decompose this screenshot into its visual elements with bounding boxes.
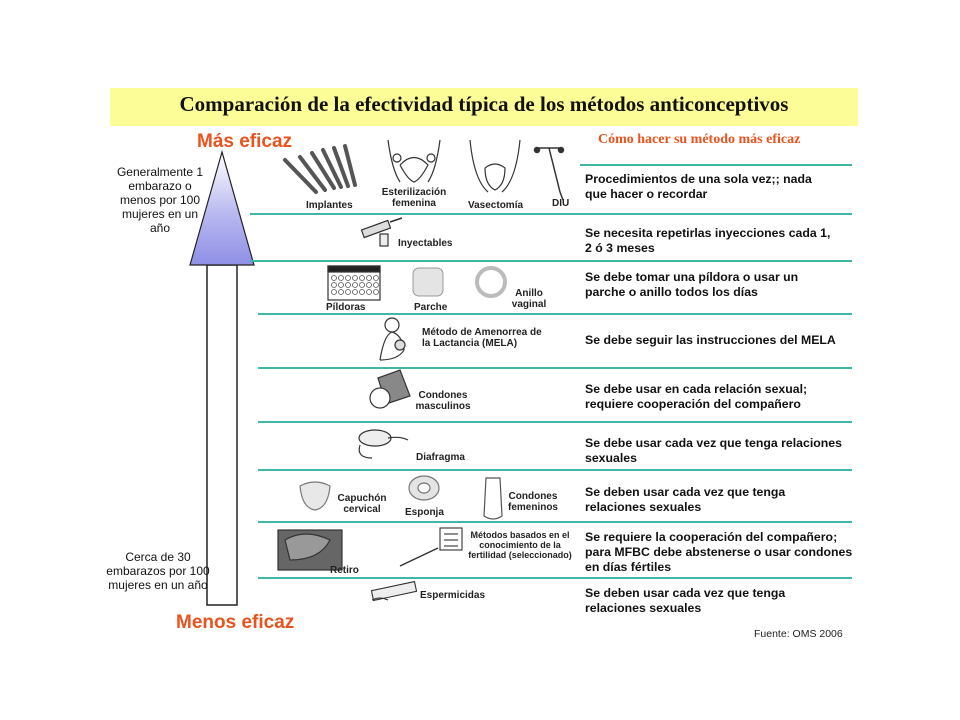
method-label: Condones masculinos bbox=[415, 390, 471, 412]
method-label: Anillo vaginal bbox=[511, 288, 547, 310]
row-instruction: Se requiere la cooperación del compañero… bbox=[585, 530, 853, 574]
row-instruction: Se debe seguir las instrucciones del MEL… bbox=[585, 333, 836, 347]
row-instruction: Se debe usar en cada relación sexual; re… bbox=[585, 382, 808, 411]
injection-icon bbox=[360, 217, 403, 247]
how-title: Cómo hacer su método más eficaz bbox=[598, 132, 801, 147]
method-label: Retiro bbox=[330, 565, 359, 576]
row-instruction: Se debe usar cada vez que tenga relacion… bbox=[585, 436, 842, 465]
diaphragm-icon bbox=[358, 429, 409, 459]
method-label: Píldoras bbox=[326, 302, 366, 313]
female-sterilization-icon bbox=[387, 139, 441, 183]
implants-icon bbox=[283, 144, 357, 194]
ring-icon bbox=[475, 266, 507, 298]
pill-pack-icon bbox=[327, 265, 381, 301]
row-instruction: Procedimientos de una sola vez;; nada qu… bbox=[585, 172, 812, 201]
breastfeeding-icon bbox=[379, 317, 406, 361]
more-effective-label: Más eficaz bbox=[197, 131, 293, 152]
method-label: Implantes bbox=[306, 200, 353, 211]
cervical-cap-icon bbox=[299, 481, 331, 511]
male-condom-icon bbox=[369, 369, 411, 409]
row-instruction: Se debe tomar una píldora o usar un parc… bbox=[585, 270, 799, 299]
source-note: Fuente: OMS 2006 bbox=[754, 628, 843, 640]
method-label: Vasectomía bbox=[468, 200, 524, 211]
iud-icon bbox=[533, 146, 565, 201]
fertility-awareness-icon bbox=[399, 527, 463, 567]
method-label: Método de Amenorrea de la Lactancia (MEL… bbox=[422, 327, 542, 349]
method-label: Esterilización femenina bbox=[381, 187, 447, 209]
arrow-head bbox=[189, 149, 255, 266]
top-effectiveness-note: Generalmente 1 embarazo o menos por 100 … bbox=[116, 165, 204, 235]
patch-icon bbox=[412, 267, 444, 297]
method-label: Capuchón cervical bbox=[337, 493, 387, 515]
row-instruction: Se deben usar cada vez que tenga relacio… bbox=[585, 485, 786, 514]
sponge-icon bbox=[408, 475, 440, 501]
arrow-shaft bbox=[206, 264, 238, 606]
method-label: DIU bbox=[552, 198, 570, 209]
female-condom-icon bbox=[483, 477, 503, 520]
vasectomy-icon bbox=[469, 139, 521, 193]
method-label: Parche bbox=[414, 302, 448, 313]
method-label: Espermicidas bbox=[420, 590, 486, 601]
method-label: Métodos basados en el conocimiento de la… bbox=[468, 530, 572, 560]
page-title: Comparación de la efectividad típica de … bbox=[179, 92, 789, 116]
method-label: Condones femeninos bbox=[507, 491, 558, 513]
withdrawal-icon bbox=[277, 529, 343, 571]
method-label: Diafragma bbox=[416, 452, 465, 463]
row-instruction: Se necesita repetirlas inyecciones cada … bbox=[585, 226, 831, 255]
method-label: Inyectables bbox=[398, 238, 453, 249]
less-effective-label: Menos eficaz bbox=[176, 612, 295, 633]
spermicide-icon bbox=[370, 580, 418, 602]
method-label: Esponja bbox=[405, 507, 444, 518]
row-instruction: Se deben usar cada vez que tenga relacio… bbox=[585, 586, 786, 615]
bottom-effectiveness-note: Cerca de 30 embarazos por 100 mujeres en… bbox=[106, 550, 210, 592]
title-banner bbox=[110, 88, 858, 126]
